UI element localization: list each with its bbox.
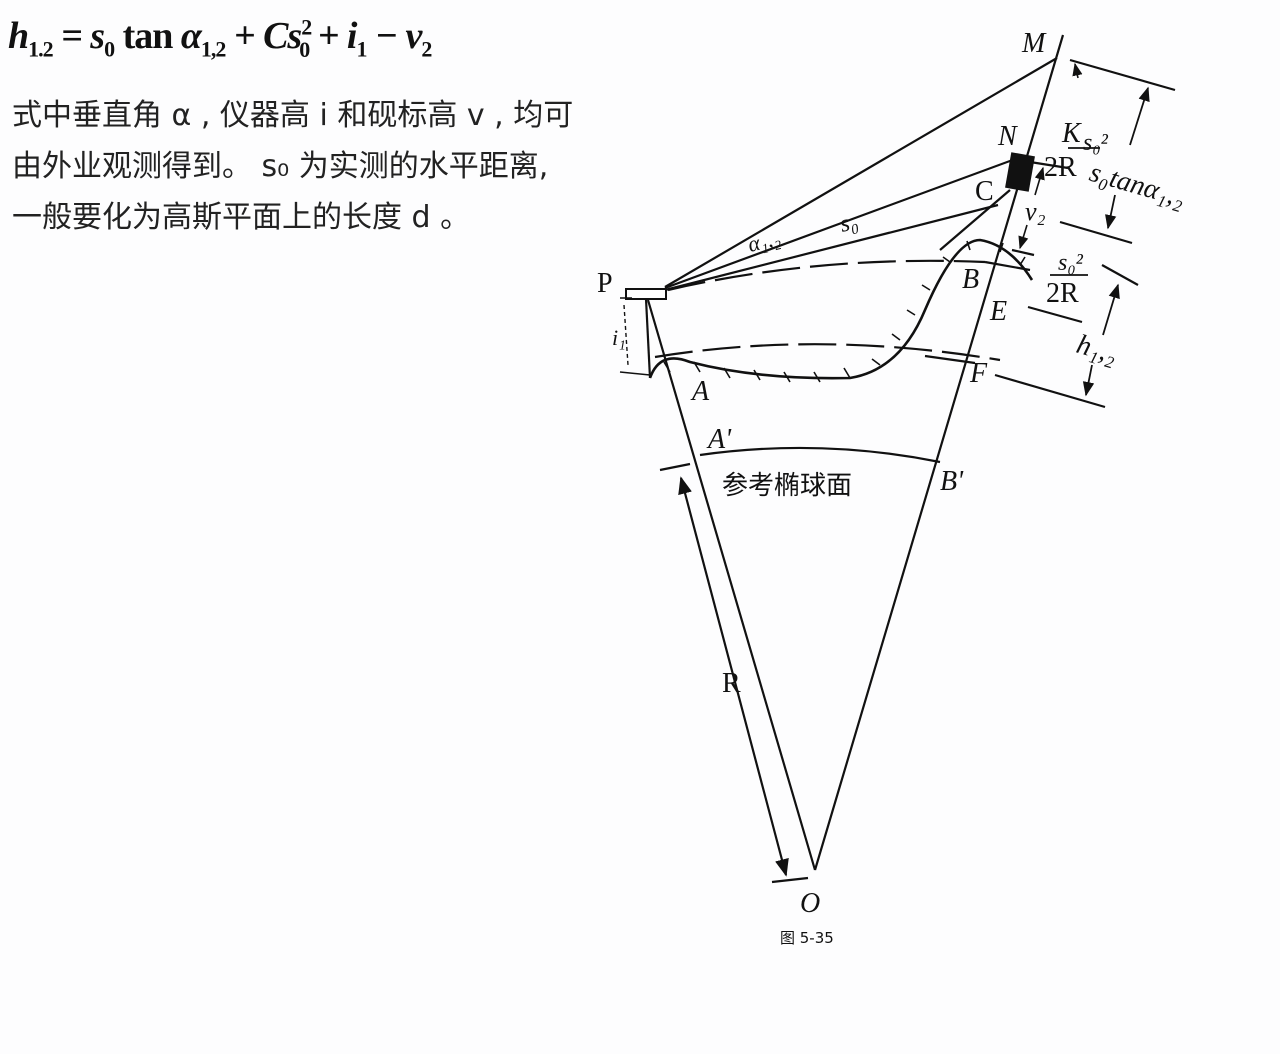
vertical-line-A	[646, 299, 817, 871]
label-s0sq-numerator: s₀²	[1058, 250, 1084, 276]
label-B: B	[962, 264, 979, 295]
tick-R-top	[659, 462, 691, 472]
level-surface-through-A	[654, 343, 1001, 362]
line-PM	[664, 57, 1058, 288]
label-K-s0-squared: s₀²	[1083, 130, 1109, 156]
s: s	[287, 15, 302, 57]
instrument-leg	[644, 298, 652, 379]
arrow-h-down	[1082, 364, 1095, 397]
label-A-prime: A'	[706, 424, 732, 455]
label-K-denominator: 2R	[1044, 152, 1077, 183]
terrain-hatching	[663, 240, 1026, 383]
formula: h1.2 = s0 tan α1,2 + Cs20 + i1 − v2	[8, 14, 432, 63]
label-s0sq-denominator: 2R	[1046, 278, 1079, 309]
i: i	[346, 15, 358, 57]
dim-line-s0tan-bottom	[1059, 220, 1133, 245]
dim-line-E	[1027, 305, 1083, 324]
alpha: α	[180, 15, 202, 57]
label-h12: h₁,₂	[1073, 329, 1121, 370]
sub: 1.2	[28, 36, 53, 62]
dim-i1	[623, 304, 629, 366]
dim-R	[678, 476, 789, 877]
label-F: F	[969, 358, 988, 389]
label-A: A	[690, 376, 710, 407]
label-s0-tan-alpha: s₀tanα₁,₂	[1086, 157, 1189, 214]
v: v	[405, 15, 422, 57]
sub: 2	[421, 36, 432, 62]
tick-R-bottom	[771, 876, 809, 884]
arrow-s0tan-down	[1105, 194, 1117, 230]
tick-i-bottom	[619, 371, 651, 376]
figure-caption: 图 5-35	[780, 929, 834, 947]
s0: s	[90, 15, 105, 57]
label-N: N	[997, 121, 1018, 152]
sub: 0	[299, 36, 310, 62]
tan: tan	[114, 15, 181, 57]
text-line: 一般要化为高斯平面上的长度 d 。	[12, 200, 471, 235]
dim-line-M	[1069, 58, 1176, 92]
line-C-B	[939, 189, 1011, 251]
label-O: O	[800, 888, 820, 919]
label-C: C	[975, 176, 994, 207]
sub: 1,2	[200, 36, 226, 62]
terrain-profile	[648, 238, 1034, 380]
minus: −	[366, 15, 406, 57]
tick-F	[924, 354, 976, 365]
explanation-text: 式中垂直角 α , 仪器高 i 和砚标高 v , 均可 由外业观测得到。 s₀ …	[12, 90, 662, 243]
label-reference-ellipsoid: 参考椭球面	[722, 471, 852, 501]
line-PC-s0	[664, 203, 999, 292]
label-P: P	[597, 268, 613, 299]
text-line: 由外业观测得到。 s₀ 为实测的水平距离,	[12, 149, 549, 184]
plus-c: + C	[225, 15, 289, 57]
arrow-s0tan-up	[1129, 86, 1150, 146]
label-M: M	[1021, 28, 1047, 59]
label-R: R	[722, 668, 741, 699]
dim-line-v2-bottom	[1011, 248, 1035, 257]
label-E: E	[989, 296, 1007, 327]
sub: 0	[104, 36, 115, 62]
line-PN	[664, 156, 1019, 290]
label-v2: v₂	[1025, 197, 1046, 226]
label-B-prime: B'	[940, 466, 964, 497]
label-alpha12: α₁,₂	[745, 225, 783, 257]
label-K-numerator: K	[1061, 118, 1082, 149]
sup: 2	[301, 14, 312, 40]
sub: 1	[356, 36, 367, 62]
label-i1: i₁	[612, 325, 626, 350]
eq: =	[52, 15, 91, 57]
dim-line-h-top	[1101, 264, 1139, 286]
plus: +	[309, 15, 347, 57]
arrow-K	[1072, 62, 1083, 79]
formula-h: h	[8, 15, 29, 57]
arrow-h-up	[1102, 283, 1120, 336]
text-line: 式中垂直角 α , 仪器高 i 和砚标高 v , 均可	[12, 98, 574, 133]
arrow-v2-down	[1018, 224, 1029, 250]
reference-ellipsoid-arc	[699, 446, 941, 464]
dim-line-F	[994, 373, 1106, 409]
target-marker-N	[1005, 152, 1035, 192]
level-surface-through-P	[667, 259, 986, 292]
label-s0: s₀	[837, 208, 860, 238]
dim-line-N	[1029, 160, 1069, 170]
arrow-v2-up	[1034, 166, 1045, 196]
